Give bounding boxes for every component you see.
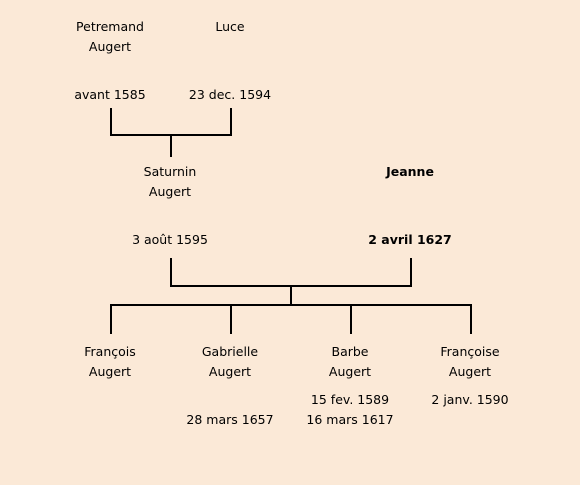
person-barbe-date2: 16 mars 1617 xyxy=(306,412,394,427)
person-jeanne-date: 2 avril 1627 xyxy=(368,232,452,247)
person-saturnin-name: Saturnin Augert xyxy=(100,162,240,202)
person-francoise-given: Françoise xyxy=(440,344,500,359)
person-luce-given: Luce xyxy=(215,19,245,34)
person-jeanne-given: Jeanne xyxy=(386,164,434,179)
person-petremand-name: Petremand Augert xyxy=(40,17,180,57)
person-petremand-given: Petremand xyxy=(76,19,144,34)
person-barbe-date: 15 fev. 1589 xyxy=(310,392,390,407)
person-gabrielle-date2: 28 mars 1657 xyxy=(186,412,274,427)
person-luce-date: 23 dec. 1594 xyxy=(188,87,272,102)
person-francoise-date: 2 janv. 1590 xyxy=(431,392,509,407)
person-francois-surname: Augert xyxy=(88,364,132,379)
person-francoise-surname: Augert xyxy=(448,364,492,379)
person-barbe-surname: Augert xyxy=(328,364,372,379)
person-gabrielle-name: Gabrielle Augert xyxy=(160,342,300,382)
person-saturnin-surname: Augert xyxy=(148,184,192,199)
person-gabrielle-surname: Augert xyxy=(208,364,252,379)
person-saturnin-given: Saturnin xyxy=(143,164,197,179)
person-jeanne-name: Jeanne xyxy=(340,162,480,182)
person-gabrielle-given: Gabrielle xyxy=(201,344,259,359)
person-francoise-name: Françoise Augert xyxy=(400,342,540,382)
person-francois-name: François Augert xyxy=(40,342,180,382)
person-barbe-name: Barbe Augert xyxy=(280,342,420,382)
person-saturnin-date: 3 août 1595 xyxy=(132,232,208,247)
person-barbe-given: Barbe xyxy=(331,344,369,359)
person-luce-name: Luce xyxy=(160,17,300,37)
person-petremand-date: avant 1585 xyxy=(74,87,146,102)
person-petremand-surname: Augert xyxy=(88,39,132,54)
person-francois-given: François xyxy=(84,344,136,359)
